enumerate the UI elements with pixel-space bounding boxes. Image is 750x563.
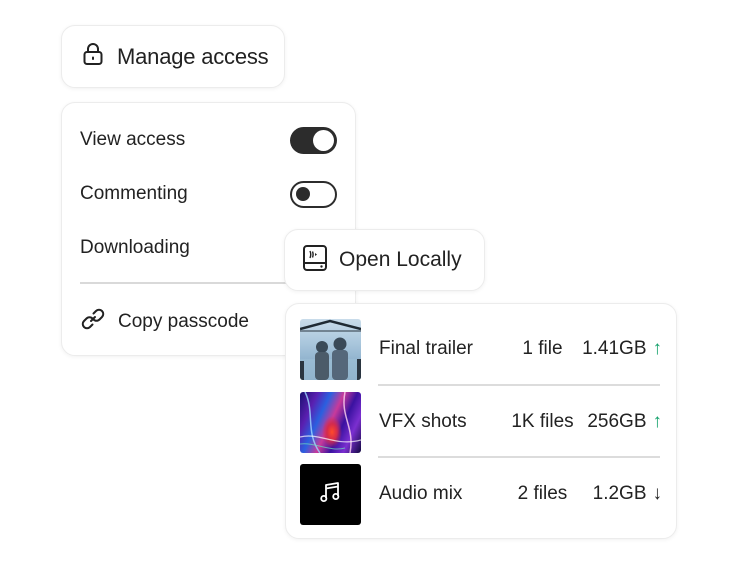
music-note-icon	[319, 480, 343, 509]
view-access-row: View access	[80, 125, 337, 155]
drive-icon	[302, 244, 328, 277]
open-locally-button[interactable]: Open Locally	[284, 229, 485, 291]
file-size: 1.2GB↓	[581, 483, 662, 505]
file-row-vfx-shots[interactable]: VFX shots 1K files 256GB↑	[300, 391, 662, 453]
upload-arrow-icon: ↑	[652, 411, 663, 432]
file-size-value: 256GB	[587, 411, 647, 432]
commenting-label: Commenting	[80, 183, 188, 204]
file-count: 1 file	[522, 338, 563, 359]
astronauts-thumbnail	[300, 318, 361, 380]
downloading-row: Downloading	[80, 233, 337, 263]
downloading-label: Downloading	[80, 237, 190, 258]
upload-arrow-icon: ↑	[652, 338, 663, 359]
divider	[80, 282, 355, 284]
toggle-knob	[313, 129, 334, 151]
download-arrow-icon: ↓	[652, 483, 663, 504]
file-name: Final trailer	[379, 338, 473, 359]
divider	[378, 384, 660, 386]
manage-access-button[interactable]: Manage access	[61, 25, 285, 88]
view-access-toggle[interactable]	[290, 126, 337, 154]
file-name: Audio mix	[379, 483, 463, 504]
view-access-label: View access	[80, 129, 186, 150]
abstract-colors-thumbnail	[300, 391, 361, 453]
audio-thumbnail	[300, 463, 361, 525]
files-panel: Final trailer 1 file 1.41GB↑ VFX shots 1…	[285, 303, 677, 539]
file-size: 1.41GB↑	[581, 338, 662, 360]
file-count: 1K files	[511, 411, 574, 432]
copy-passcode-label: Copy passcode	[118, 310, 249, 332]
lock-icon	[82, 42, 104, 71]
open-locally-label: Open Locally	[339, 248, 462, 271]
copy-passcode-button[interactable]: Copy passcode	[80, 306, 249, 337]
commenting-row: Commenting	[80, 179, 337, 209]
toggle-knob	[296, 186, 310, 201]
file-size-value: 1.41GB	[582, 338, 647, 359]
file-row-final-trailer[interactable]: Final trailer 1 file 1.41GB↑	[300, 318, 662, 380]
file-count: 2 files	[517, 483, 568, 504]
manage-access-label: Manage access	[117, 43, 269, 69]
file-size-value: 1.2GB	[592, 483, 647, 504]
link-icon	[80, 306, 106, 337]
file-size: 256GB↑	[581, 411, 662, 433]
file-name: VFX shots	[379, 411, 467, 432]
commenting-toggle[interactable]	[290, 180, 337, 208]
file-row-audio-mix[interactable]: Audio mix 2 files 1.2GB↓	[300, 463, 662, 525]
divider	[378, 456, 660, 458]
